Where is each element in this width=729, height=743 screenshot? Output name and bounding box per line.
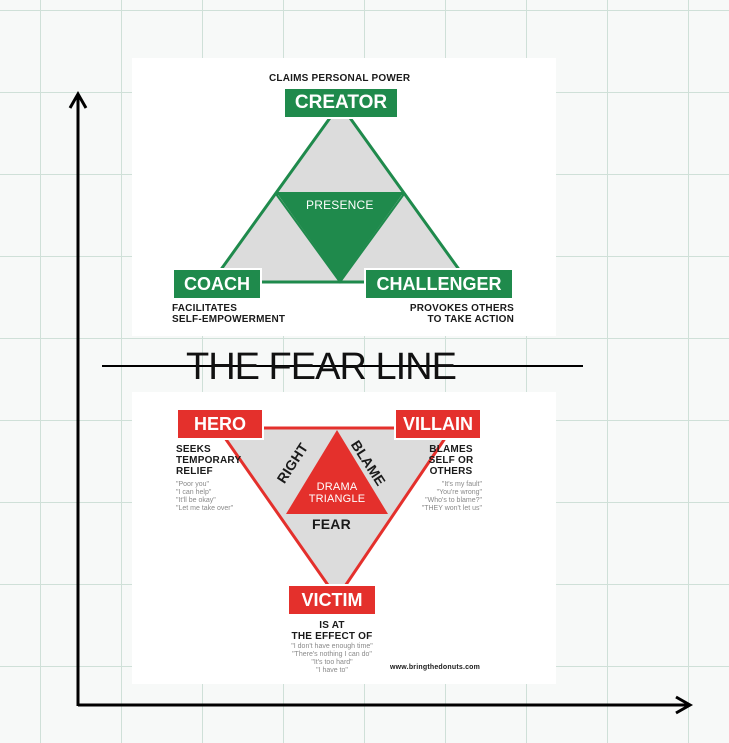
villain-box: VILLAIN <box>394 408 482 440</box>
y-axis-arrowhead <box>68 90 88 109</box>
coach-description: FACILITATES SELF-EMPOWERMENT <box>172 303 286 325</box>
hero-description: SEEKS TEMPORARY RELIEF <box>176 444 242 477</box>
challenger-description: PROVOKES OTHERS TO TAKE ACTION <box>409 303 514 325</box>
victim-description: IS AT THE EFFECT OF <box>291 620 373 642</box>
presence-triangle <box>276 192 404 281</box>
victim-box: VICTIM <box>287 584 377 616</box>
villain-description: BLAMES SELF OR OTHERS <box>428 444 474 477</box>
hero-quotes: "Poor you" "I can help" "It'll be okay" … <box>176 481 234 512</box>
presence-label: PRESENCE <box>306 198 374 212</box>
drama-center-triangle <box>286 430 388 514</box>
x-axis-arrowhead <box>675 695 694 715</box>
fear-line-title: THE FEAR LINE <box>186 346 457 388</box>
villain-quotes: "It's my fault" "You're wrong" "Who's to… <box>421 481 482 512</box>
creator-box: CREATOR <box>283 87 399 119</box>
website-label: www.bringthedonuts.com <box>390 664 481 671</box>
victim-quotes: "I don't have enough time" "There's noth… <box>291 643 373 674</box>
drama-center-label: DRAMA TRIANGLE <box>308 481 366 505</box>
challenger-box: CHALLENGER <box>364 268 514 300</box>
top-caption: CLAIMS PERSONAL POWER <box>269 73 411 84</box>
coach-box: COACH <box>172 268 262 300</box>
fear-label: FEAR <box>312 516 351 532</box>
hero-box: HERO <box>176 408 264 440</box>
